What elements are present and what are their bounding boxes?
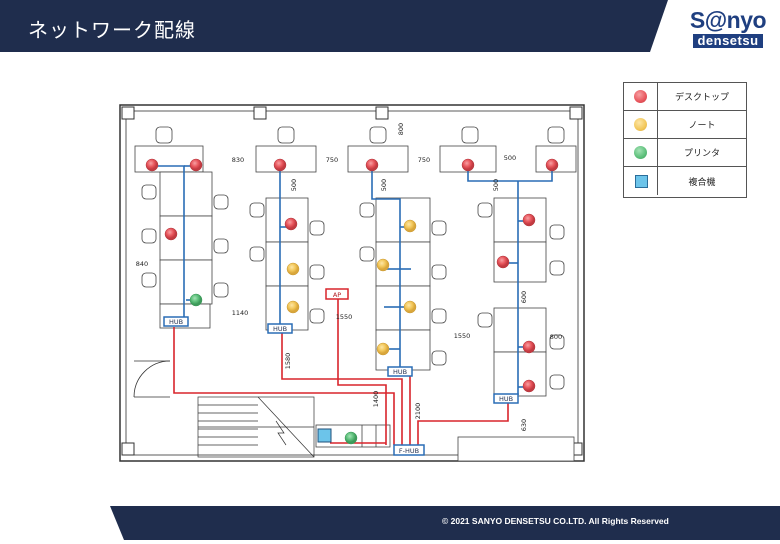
desktop-icon: [365, 158, 379, 172]
notebook-icon: [403, 219, 417, 233]
hub-2-label: HUB: [273, 325, 287, 333]
svg-text:750: 750: [326, 156, 338, 164]
hub-4: [493, 393, 519, 404]
desktop-icon: [273, 158, 287, 172]
legend-row-desktop: デスクトップ: [624, 83, 746, 111]
legend-row-notebook: ノート: [624, 111, 746, 139]
legend: デスクトップ ノート プリンタ 複合機: [623, 82, 747, 198]
walls: [119, 104, 585, 462]
notebook-icon: [403, 300, 417, 314]
dimension-labels: 830 750 750 500 800 500 500 500 840 1140…: [136, 123, 562, 431]
desktop-icon: [145, 158, 159, 172]
desktop-icon: [522, 379, 536, 393]
notebook-icon: [376, 342, 390, 356]
access-point: [325, 288, 349, 300]
desktop-icon: [461, 158, 475, 172]
notebook-icon: [376, 258, 390, 272]
columns: [121, 106, 583, 456]
multifunction-printer-icon: [635, 175, 648, 188]
hub-3-label: HUB: [393, 368, 407, 376]
svg-text:1580: 1580: [284, 353, 292, 370]
notebook-icon: [634, 118, 647, 131]
desktop-icon: [496, 255, 510, 269]
svg-text:2100: 2100: [414, 403, 422, 420]
svg-text:500: 500: [492, 179, 500, 191]
desktop-icon: [522, 213, 536, 227]
svg-text:830: 830: [232, 156, 244, 164]
svg-text:800: 800: [550, 333, 562, 341]
printer-icon: [189, 293, 203, 307]
page-title: ネットワーク配線: [28, 18, 196, 42]
hub-3: [387, 366, 413, 377]
printer-icon: [344, 431, 358, 445]
desktop-icon: [284, 217, 298, 231]
desktop-icon: [189, 158, 203, 172]
access-point-label: AP: [333, 291, 341, 299]
floor-hub: [393, 444, 425, 456]
svg-text:500: 500: [380, 179, 388, 191]
desktop-icon: [522, 340, 536, 354]
legend-row-printer: プリンタ: [624, 139, 746, 167]
svg-text:750: 750: [418, 156, 430, 164]
legend-row-mfp: 複合機: [624, 167, 746, 195]
svg-text:630: 630: [520, 419, 528, 431]
legend-label: プリンタ: [683, 149, 720, 159]
copyright-text: © 2021 SANYO DENSETSU CO.LTD. All Rights…: [442, 516, 669, 526]
stairs: [197, 396, 315, 458]
floor-plan: HUB HUB HUB HUB F-HUB AP 830 750: [119, 104, 585, 462]
svg-text:600: 600: [520, 291, 528, 303]
chairs: [141, 126, 565, 390]
desktop-icon: [634, 90, 647, 103]
svg-text:1140: 1140: [232, 309, 249, 317]
svg-text:500: 500: [290, 179, 298, 191]
hub-2: [267, 323, 293, 334]
svg-text:800: 800: [397, 123, 405, 135]
multifunction-printer-icon: [317, 428, 332, 443]
notebook-icon: [286, 262, 300, 276]
legend-label: ノート: [688, 121, 716, 131]
desktop-icon: [164, 227, 178, 241]
svg-text:1550: 1550: [336, 313, 353, 321]
svg-text:1400: 1400: [372, 391, 380, 408]
printer-icon: [634, 146, 647, 159]
desktops: [145, 158, 559, 393]
legend-label: デスクトップ: [674, 93, 729, 103]
logo-line1: S@nyo: [689, 7, 767, 33]
notebook-icon: [286, 300, 300, 314]
hub-1: [163, 316, 189, 327]
hubs: [163, 288, 519, 456]
notebooks: [286, 219, 417, 356]
footer-band: [110, 506, 780, 540]
hub-4-label: HUB: [499, 395, 513, 403]
svg-text:500: 500: [504, 154, 516, 162]
desktop-icon: [545, 158, 559, 172]
company-logo: S@nyo densetsu: [687, 8, 769, 52]
entrance-door: [133, 360, 171, 398]
printers: [189, 293, 358, 445]
svg-text:840: 840: [136, 260, 148, 268]
header-band: [0, 0, 680, 52]
desks: [134, 145, 577, 462]
floor-hub-label: F-HUB: [399, 447, 419, 455]
svg-text:1550: 1550: [454, 332, 471, 340]
logo-line2: densetsu: [693, 34, 763, 48]
legend-label: 複合機: [688, 177, 716, 188]
hub-1-label: HUB: [169, 318, 183, 326]
